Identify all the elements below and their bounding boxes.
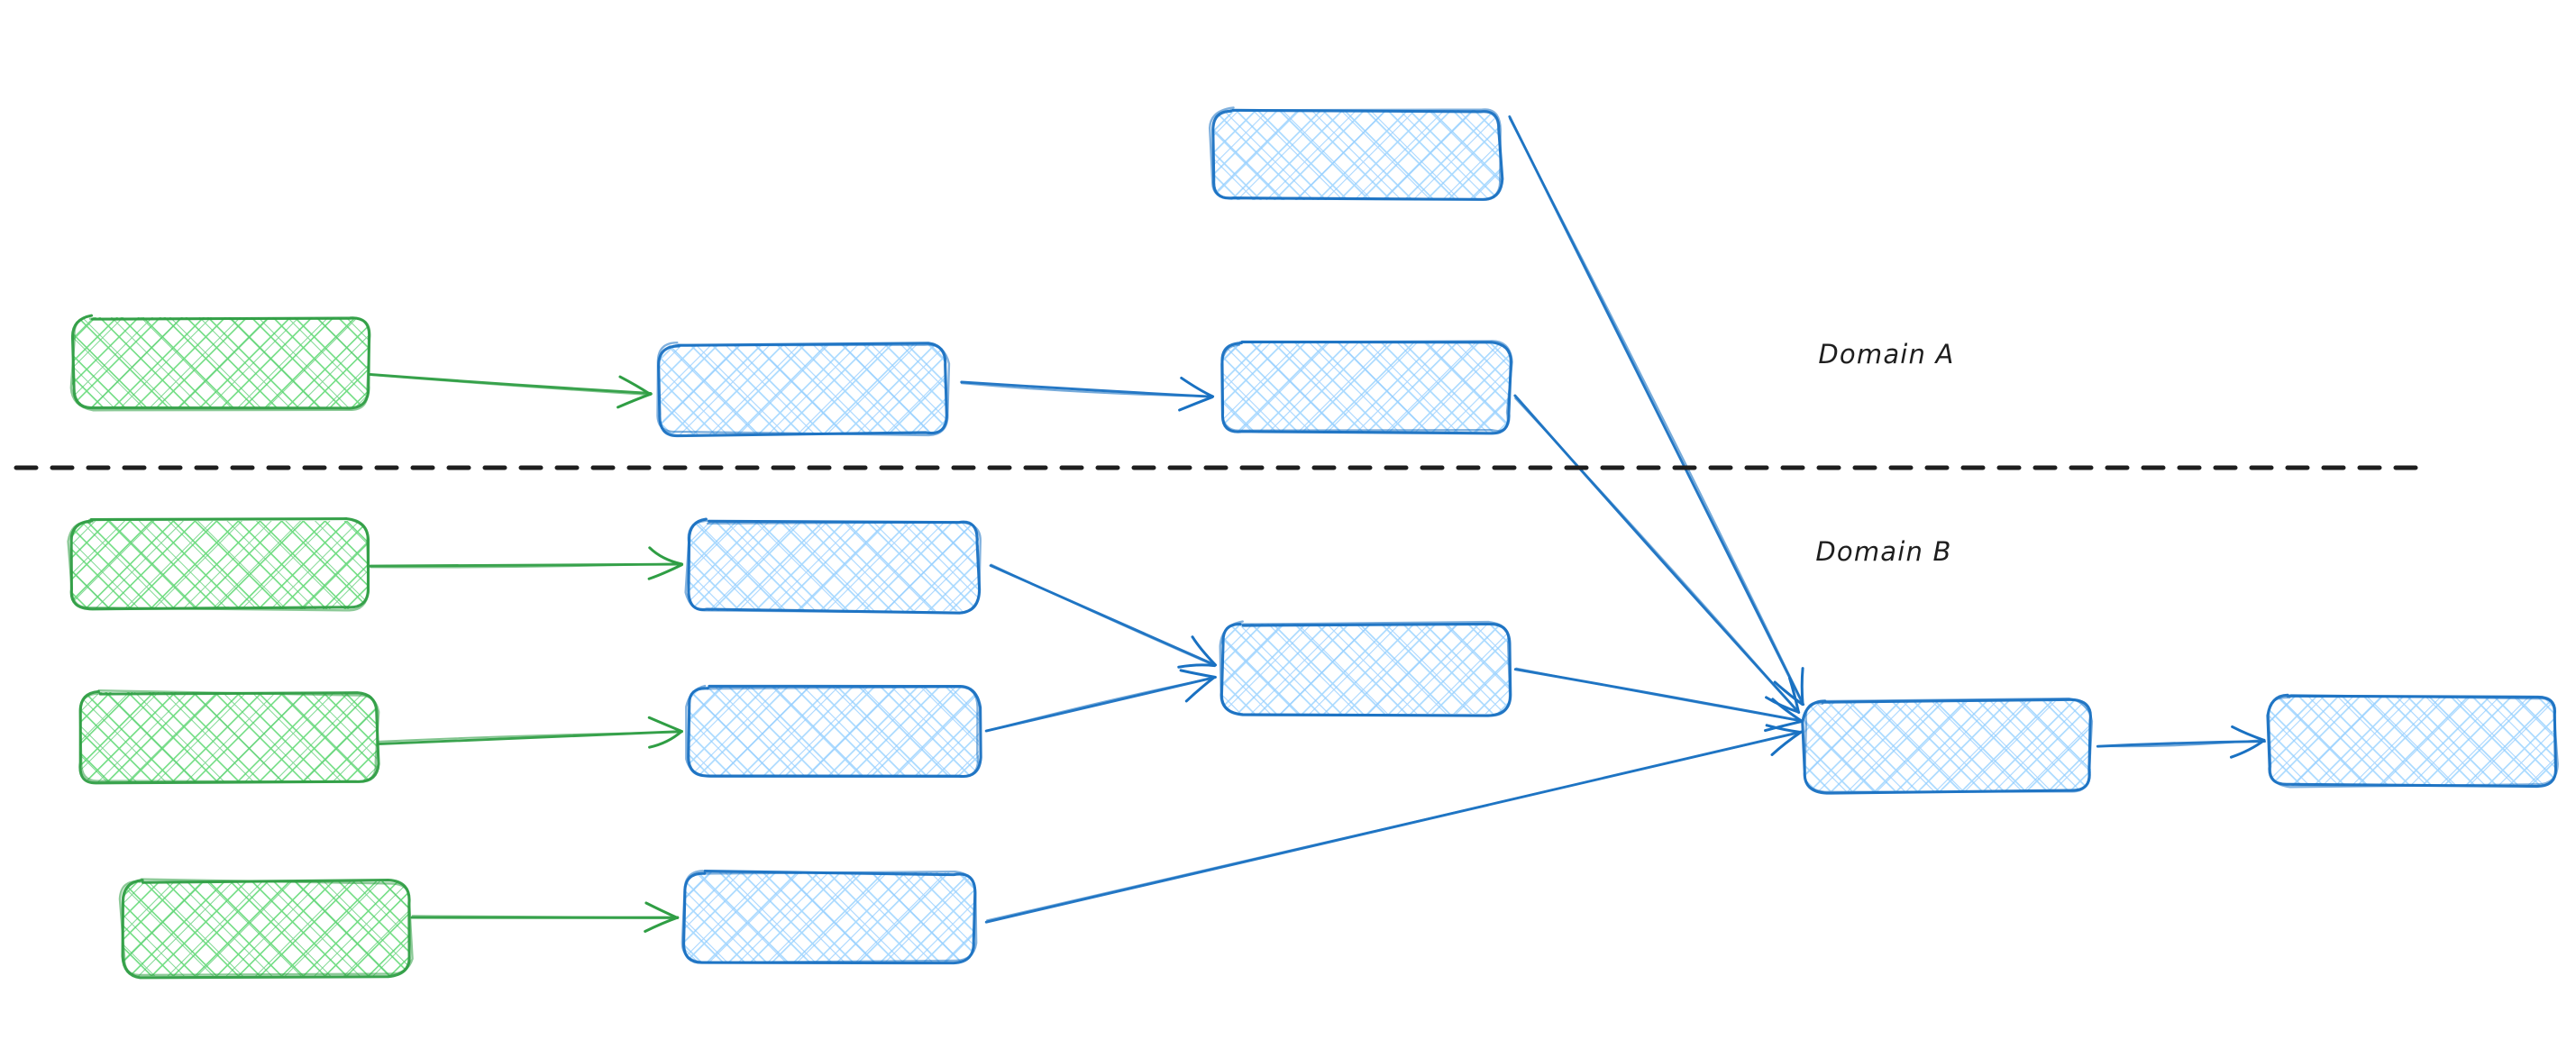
node-fill bbox=[688, 687, 979, 777]
edge-e9 bbox=[984, 669, 1217, 733]
arrowhead-barb bbox=[1191, 635, 1218, 667]
arrowhead-barb bbox=[1800, 667, 1804, 706]
node-fill bbox=[658, 344, 946, 434]
domain-labels-layer: Domain A Domain B bbox=[1815, 339, 1954, 567]
node-fill bbox=[683, 872, 974, 962]
arrowhead-barb bbox=[2231, 725, 2266, 742]
edge-line bbox=[985, 676, 1217, 732]
edge-line bbox=[377, 731, 683, 743]
nodes-layer bbox=[67, 106, 2560, 980]
edge-line bbox=[1514, 397, 1800, 714]
edge-e6 bbox=[376, 716, 684, 749]
edge-e4 bbox=[1513, 394, 1801, 715]
edges-layer bbox=[369, 115, 2266, 933]
edge-line bbox=[1515, 667, 1802, 722]
node-b-mid-2[interactable] bbox=[684, 683, 982, 780]
node-outline bbox=[1804, 697, 2094, 794]
node-outline bbox=[1219, 620, 1512, 717]
edge-e11 bbox=[1513, 667, 1804, 733]
node-outline bbox=[1208, 106, 1502, 201]
node-fill bbox=[2270, 696, 2556, 786]
arrowhead-barb bbox=[1177, 663, 1217, 669]
edge-e1 bbox=[369, 373, 653, 409]
node-outline bbox=[1220, 340, 1513, 433]
arrowhead-barb bbox=[1773, 680, 1804, 707]
node-outline bbox=[681, 870, 978, 964]
edge-line bbox=[1508, 117, 1804, 706]
label-domain-b: Domain B bbox=[1815, 536, 1951, 567]
arrowhead-barb bbox=[1178, 396, 1214, 412]
edge-e7 bbox=[410, 901, 680, 933]
node-outline bbox=[684, 519, 982, 614]
node-b-sink-1[interactable] bbox=[1801, 697, 2095, 795]
node-fill bbox=[122, 881, 410, 976]
node-fill bbox=[1221, 342, 1510, 433]
arrowhead-barb bbox=[647, 563, 684, 580]
arrowhead-barb bbox=[1184, 676, 1216, 703]
arrowhead-barb bbox=[1765, 696, 1800, 714]
arrowhead-barb bbox=[1787, 676, 1801, 714]
node-b-src-1[interactable] bbox=[67, 517, 371, 613]
node-a-end-1[interactable] bbox=[1218, 339, 1513, 436]
node-outline bbox=[656, 341, 951, 437]
node-outline bbox=[657, 342, 948, 438]
node-outline bbox=[685, 684, 980, 779]
edge-line bbox=[960, 380, 1214, 398]
arrowhead-barb bbox=[648, 730, 683, 749]
node-outline bbox=[2267, 694, 2559, 789]
node-outline bbox=[118, 878, 414, 977]
edge-e2 bbox=[960, 376, 1215, 412]
node-b-mid-1[interactable] bbox=[684, 517, 982, 615]
edge-line bbox=[369, 373, 652, 397]
edge-line bbox=[2097, 738, 2266, 748]
arrowhead-barb bbox=[647, 716, 683, 733]
node-a-mid-1[interactable] bbox=[654, 341, 951, 438]
node-fill bbox=[1221, 624, 1510, 714]
node-fill bbox=[79, 692, 377, 782]
edge-line bbox=[370, 562, 682, 569]
label-domain-a: Domain A bbox=[1818, 339, 1954, 369]
node-b-sink-2[interactable] bbox=[2266, 692, 2560, 789]
edge-line bbox=[986, 731, 1801, 922]
arrowhead-barb bbox=[1179, 669, 1217, 679]
edge-line bbox=[411, 915, 678, 918]
arrowhead-barb bbox=[1770, 730, 1803, 756]
node-b-src-3[interactable] bbox=[118, 878, 414, 980]
node-a-top-1[interactable] bbox=[1208, 106, 1504, 204]
node-fill bbox=[70, 521, 368, 609]
node-outline bbox=[67, 517, 370, 612]
edge-e12 bbox=[2096, 725, 2266, 759]
edge-e8 bbox=[989, 563, 1218, 669]
arrowhead-barb bbox=[644, 901, 679, 919]
arrowhead-barb bbox=[1180, 376, 1215, 398]
arrowhead-barb bbox=[618, 375, 653, 396]
node-fill bbox=[72, 317, 370, 407]
node-b-src-2[interactable] bbox=[76, 689, 380, 786]
edge-line bbox=[960, 382, 1213, 398]
node-outline bbox=[78, 689, 380, 783]
arrowhead-barb bbox=[1764, 720, 1803, 733]
node-a-src-1[interactable] bbox=[69, 314, 373, 412]
arrowhead-barb bbox=[1771, 698, 1804, 723]
arrowhead-barb bbox=[1765, 724, 1802, 734]
node-outline bbox=[69, 315, 371, 412]
arrowhead-barb bbox=[2229, 739, 2266, 759]
node-b-mid-3[interactable] bbox=[680, 869, 978, 966]
node-fill bbox=[1212, 110, 1501, 200]
node-fill bbox=[1804, 701, 2091, 791]
arrowhead-barb bbox=[617, 392, 653, 409]
node-fill bbox=[688, 521, 979, 611]
arrowhead-barb bbox=[648, 546, 684, 566]
edge-line bbox=[990, 563, 1216, 667]
edge-e5 bbox=[369, 546, 684, 580]
edge-e10 bbox=[984, 724, 1803, 924]
arrowhead-barb bbox=[644, 916, 680, 933]
node-b-agg-1[interactable] bbox=[1218, 620, 1513, 717]
edge-e3 bbox=[1508, 115, 1805, 707]
